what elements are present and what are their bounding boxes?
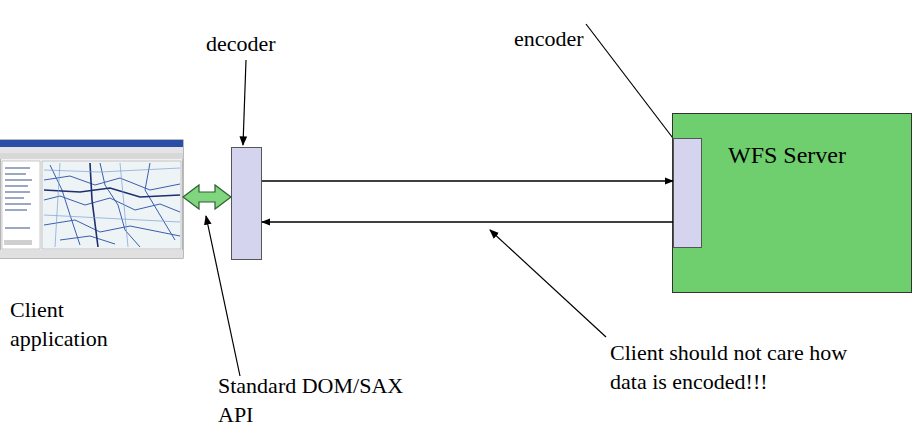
encoder-box: encoder <box>673 138 702 248</box>
leader-line <box>490 230 606 337</box>
node-text: decoder <box>206 30 316 59</box>
node-text: WFS Server <box>728 140 903 171</box>
server-box: WFS Server encoder <box>672 113 912 293</box>
block-arrow <box>183 185 231 209</box>
decoder-box: decoder <box>231 147 262 260</box>
leader-line <box>586 24 682 150</box>
node-text: Client application <box>10 296 140 353</box>
node-text: encoder <box>514 25 634 54</box>
data-arrow <box>262 180 673 181</box>
note-label: Client should not care how data is encod… <box>610 339 855 396</box>
client-screenshot <box>0 140 183 258</box>
leader-line <box>243 60 246 145</box>
note-label: Standard DOM/SAX API <box>218 372 428 429</box>
client-application: Client application <box>0 140 183 258</box>
data-arrow <box>262 221 673 222</box>
